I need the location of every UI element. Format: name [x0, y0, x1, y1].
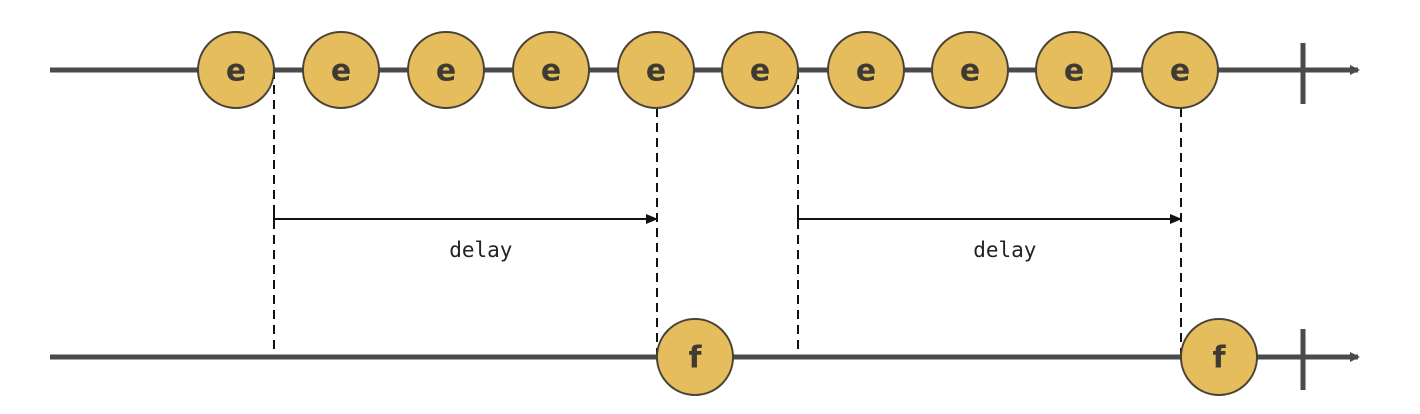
- source-marble-4-circle: [512, 31, 590, 109]
- source-marble-1: e: [197, 31, 275, 109]
- source-marble-2-circle: [302, 31, 380, 109]
- source-marble-4-label: e: [541, 54, 561, 89]
- delay-annotations: delay delay: [273, 213, 1182, 262]
- output-marble-1-circle: [656, 318, 734, 396]
- source-marble-8: e: [931, 31, 1009, 109]
- source-marble-5: e: [617, 31, 695, 109]
- delay-label-1: delay: [449, 238, 512, 262]
- output-marble-2-label: f: [1212, 341, 1226, 376]
- source-marble-8-circle: [931, 31, 1009, 109]
- source-marble-9: e: [1035, 31, 1113, 109]
- source-marble-9-circle: [1035, 31, 1113, 109]
- source-marble-1-circle: [197, 31, 275, 109]
- source-marble-3: e: [407, 31, 485, 109]
- source-marble-10-label: e: [1170, 54, 1190, 89]
- dashed-guides: [273, 70, 1182, 357]
- output-marble-2-circle: [1180, 318, 1258, 396]
- source-marble-1-label: e: [226, 54, 246, 89]
- source-marble-7-circle: [827, 31, 905, 109]
- source-marble-10-circle: [1141, 31, 1219, 109]
- source-marble-10: e: [1141, 31, 1219, 109]
- source-marble-6-label: e: [750, 54, 770, 89]
- source-marble-5-label: e: [646, 54, 666, 89]
- source-marble-9-label: e: [1064, 54, 1084, 89]
- output-marble-1-label: f: [688, 341, 702, 376]
- source-marble-5-circle: [617, 31, 695, 109]
- source-marble-3-circle: [407, 31, 485, 109]
- output-marble-1: f: [656, 318, 734, 396]
- delay-label-2: delay: [973, 238, 1036, 262]
- source-marble-2-label: e: [331, 54, 351, 89]
- output-marble-2: f: [1180, 318, 1258, 396]
- source-marble-6: e: [721, 31, 799, 109]
- source-marble-8-label: e: [960, 54, 980, 89]
- source-marble-2: e: [302, 31, 380, 109]
- source-marble-7-label: e: [856, 54, 876, 89]
- source-marble-4: e: [512, 31, 590, 109]
- source-marble-7: e: [827, 31, 905, 109]
- source-marble-6-circle: [721, 31, 799, 109]
- source-marble-3-label: e: [436, 54, 456, 89]
